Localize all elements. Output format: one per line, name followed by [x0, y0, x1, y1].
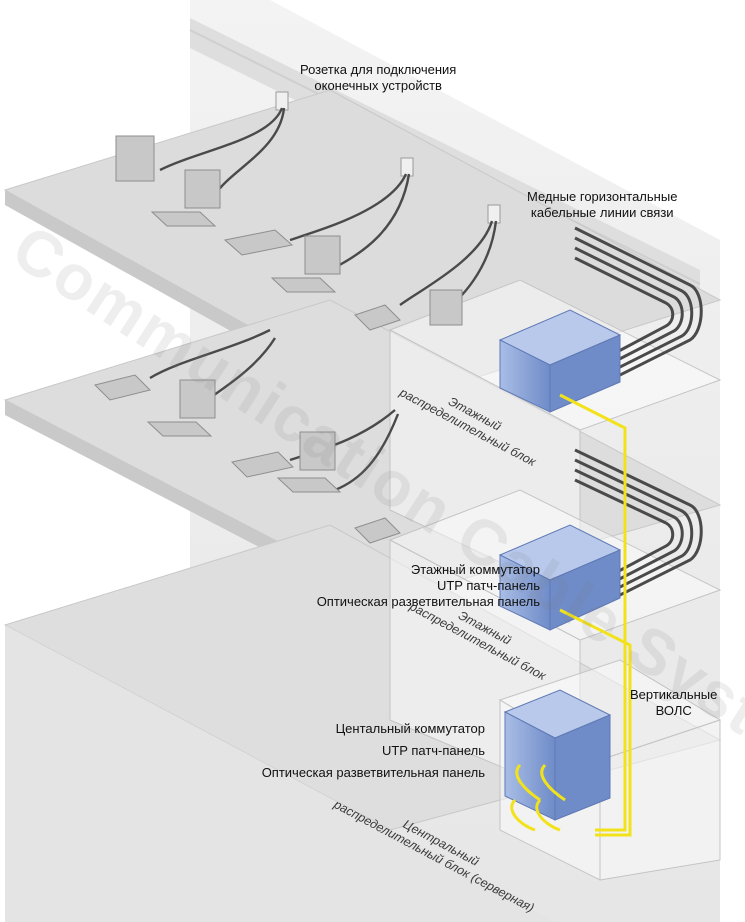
label-central-switch: Центальный коммутатор [335, 721, 485, 736]
end-devices [94, 135, 463, 544]
copper-cable-bundle [574, 226, 703, 607]
label-central-optical-panel: Оптическая разветвительная панель [261, 765, 485, 780]
label-floor-switch: Этажный коммутатор [410, 562, 540, 577]
label-optical-panel: Оптическая разветвительная панель [316, 594, 540, 609]
label-outlet: Розетка для подключения оконечных устрой… [300, 62, 456, 94]
label-vertical-line1: Вертикальные [630, 687, 718, 702]
label-copper-lines: Медные горизонтальные кабельные линии св… [527, 189, 677, 221]
wall-outlets [275, 91, 501, 224]
label-outlet-line1: Розетка для подключения [300, 62, 457, 77]
label-utp-panel: UTP патч-панель [436, 578, 540, 593]
label-vertical-fiber: Вертикальные ВОЛС [630, 687, 717, 719]
floor-rack-top [498, 309, 622, 413]
label-floor-equipment: Этажный коммутатор UTP патч-панель Оптич… [295, 562, 540, 610]
central-rack [503, 689, 612, 821]
label-central-utp-panel: UTP патч-панель [381, 743, 485, 758]
label-vertical-line2: ВОЛС [655, 703, 692, 718]
label-outlet-line2: оконечных устройств [314, 78, 442, 93]
floor-rack-middle [498, 524, 622, 631]
label-copper-line1: Медные горизонтальные [527, 189, 678, 204]
vertical-fiber [510, 393, 632, 837]
label-central-equipment: Центальный коммутатор UTP патч-панель Оп… [240, 718, 485, 784]
label-copper-line2: кабельные линии связи [530, 205, 674, 220]
